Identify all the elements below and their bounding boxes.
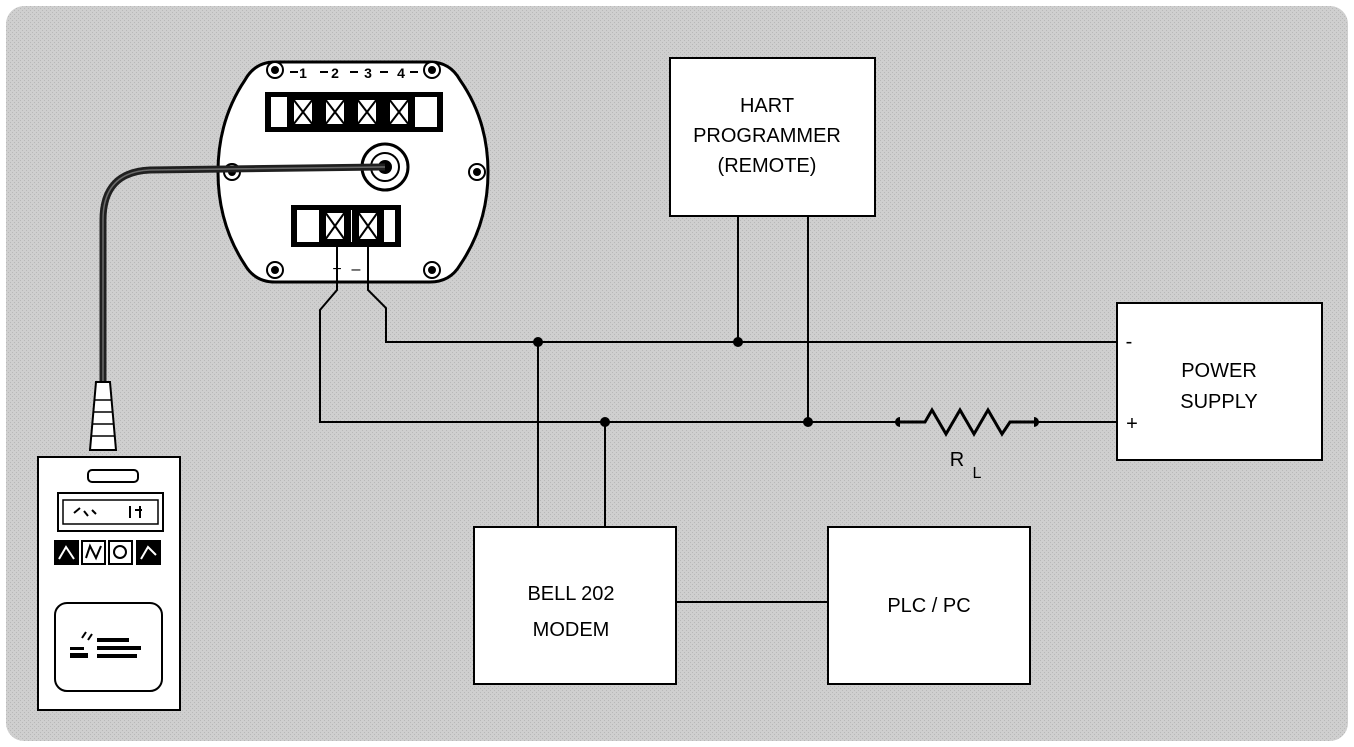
hart-programmer-line-2: PROGRAMMER [693,125,841,147]
modem-line-1: BELL 202 [527,583,614,605]
hart-programmer-line-1: HART [740,95,794,117]
communication-socket [360,142,410,192]
power-supply-box: POWER SUPPLY - + [1116,302,1323,461]
power-supply-line-2: SUPPLY [1180,391,1257,413]
transmitter-housing: 1 2 3 4 [216,60,490,284]
terminal-number-4: 4 [397,65,405,81]
terminal-number-3: 3 [364,65,372,81]
terminal-number-2: 2 [331,65,339,81]
terminal-number-1: 1 [299,65,307,81]
top-terminal-block [265,92,443,132]
hart-programmer-line-3: (REMOTE) [718,155,817,177]
terminal-minus-sign: – [352,261,361,278]
brand-logo-icon [70,631,141,658]
plc-label: PLC / PC [887,595,970,617]
bottom-terminal-block [291,205,401,247]
hart-programmer-box: HART PROGRAMMER (REMOTE) [669,57,876,217]
plc-box: PLC / PC [827,526,1031,685]
load-resistor: R L [900,407,1034,482]
modem-box: BELL 202 MODEM [473,526,677,685]
terminal-number-row: 1 2 3 4 [290,65,418,81]
power-supply-plus: + [1126,413,1138,435]
handheld-communicator [37,381,181,711]
resistor-subscript: L [973,465,982,482]
loop-wiring [319,216,1117,603]
housing-screws [223,61,486,279]
handheld-keypad [54,540,161,565]
power-supply-minus: - [1126,331,1133,353]
modem-line-2: MODEM [533,619,610,641]
resistor-label: R [950,449,964,471]
power-supply-line-1: POWER [1181,360,1257,382]
